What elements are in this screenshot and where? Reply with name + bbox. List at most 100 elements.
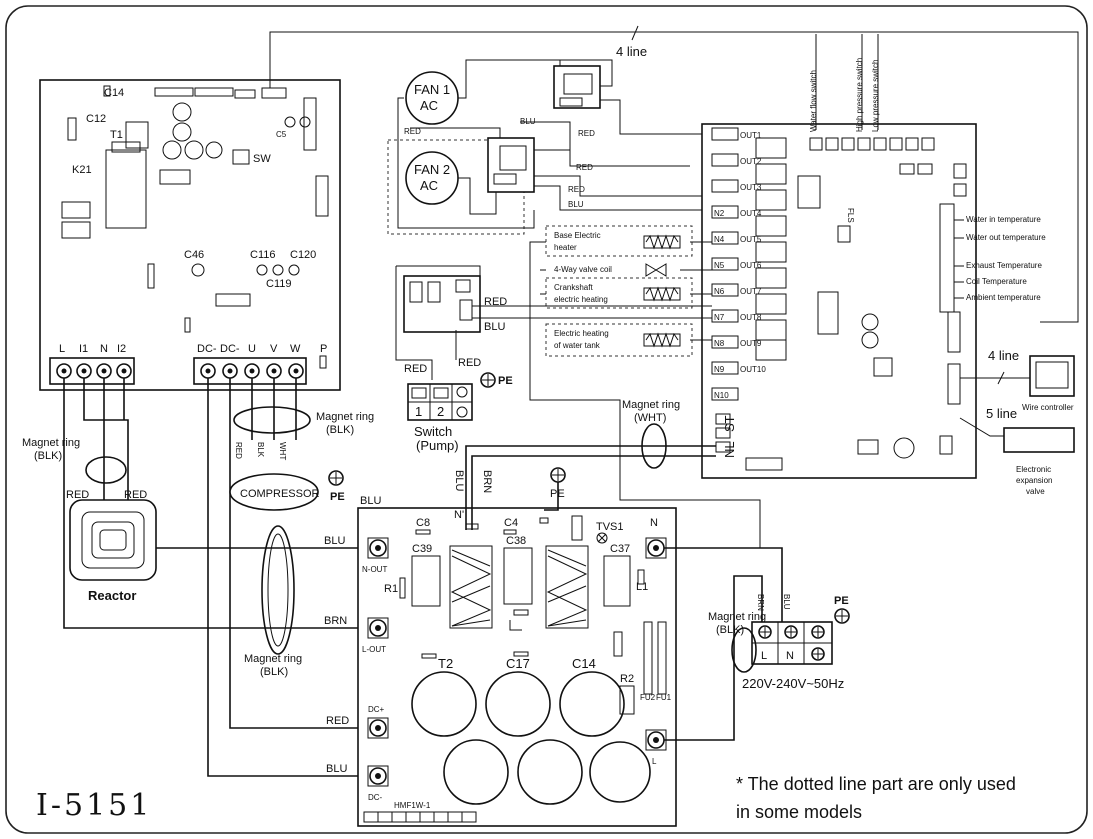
fan-blu2-label: BLU xyxy=(568,200,584,209)
c4-label: C4 xyxy=(504,517,518,529)
water-in-temp-label: Water in temperature xyxy=(966,215,1041,224)
terminal-u: U xyxy=(248,343,256,355)
fan1-label: FAN 1 xyxy=(414,82,450,97)
c46-label: C46 xyxy=(184,249,204,261)
outdoor-control-board: OUT1 OUT2 OUT3 OUT4 OUT5 OUT6 OUT7 OUT8 … xyxy=(701,34,1046,479)
c17-label: C17 xyxy=(506,656,530,671)
c37-label: C37 xyxy=(610,543,630,555)
optional-loads: Base Electric heater 4-Way valve coil Cr… xyxy=(545,225,693,357)
power-l-label: L xyxy=(761,650,767,662)
compressor-label: COMPRESSOR xyxy=(240,488,320,500)
reactor-red-right: RED xyxy=(124,489,147,501)
tvs1-label: TVS1 xyxy=(596,521,624,533)
c39-label: C39 xyxy=(412,543,432,555)
four-line-top-label: 4 line xyxy=(616,44,647,59)
magnet-ring-middle xyxy=(261,525,295,655)
terminal-dc1: DC- xyxy=(197,343,217,355)
main-control-board: C12 C14 T1 C5 SW K21 C46 C116 C120 C119 xyxy=(39,79,341,391)
five-line-label: 5 line xyxy=(986,406,1017,421)
dc-terminal-block: DC- DC- U V W xyxy=(193,343,307,385)
switch-terminal-1: 1 xyxy=(415,404,422,419)
n8-label: N8 xyxy=(714,339,725,348)
water-out-temp-label: Water out temperature xyxy=(966,233,1046,242)
out7-label: OUT7 xyxy=(740,287,762,296)
n9-label: N9 xyxy=(714,365,725,374)
wire-brn-nl: BRN xyxy=(481,470,493,493)
wire-red-dcplus: RED xyxy=(326,715,349,727)
terminal-i2: I2 xyxy=(117,343,126,355)
out3-label: OUT3 xyxy=(740,183,762,192)
n10-label: N10 xyxy=(714,391,729,400)
fu1-label: FU1 xyxy=(656,693,672,702)
out10-label: OUT10 xyxy=(740,365,766,374)
wire-brn-power: BRN xyxy=(756,594,765,611)
fan-red2-label: RED xyxy=(578,129,595,138)
wire-controller: Wire controller 4 line xyxy=(960,348,1075,412)
out1-label: OUT1 xyxy=(740,131,762,140)
n-terminal-label: N xyxy=(650,517,658,529)
magnet-ring-wht-label: Magnet ring (WHT) xyxy=(622,399,683,424)
switch-terminal-2: 2 xyxy=(437,404,444,419)
base-heater-label: Base Electric heater xyxy=(554,231,603,252)
magnet-ring-compressor-label: Magnet ring (BLK) xyxy=(316,411,377,436)
st-label: ST xyxy=(722,415,737,432)
n7-label: N7 xyxy=(714,313,725,322)
pe-label-power: PE xyxy=(834,595,849,607)
t1-label: T1 xyxy=(110,129,123,141)
c14-top-label: C14 xyxy=(104,87,124,99)
k21-label: K21 xyxy=(72,164,92,176)
nprime-label: N' xyxy=(454,509,464,521)
fan-red3-label: RED xyxy=(576,163,593,172)
fan2-label: FAN 2 xyxy=(414,162,450,177)
c12-label: C12 xyxy=(86,113,106,125)
power-terminal-block: L N PE 220V-240V~50Hz xyxy=(742,595,850,691)
terminal-i1: I1 xyxy=(79,343,88,355)
fan1-ac-label: AC xyxy=(420,98,438,113)
switch-label: Switch (Pump) xyxy=(414,424,459,453)
wire-blu-power: BLU xyxy=(782,594,791,610)
four-way-valve-label: 4-Way valve coil xyxy=(554,265,612,274)
wire-red-comp: RED xyxy=(234,442,243,459)
exhaust-temp-label: Exhaust Temperature xyxy=(966,261,1042,270)
wire-blk-comp: BLK xyxy=(256,442,265,458)
fls-label: FLS xyxy=(846,208,855,223)
low-pressure-switch-label: Low pressure switch xyxy=(871,60,880,132)
magnet-ring-power xyxy=(731,627,757,673)
switch-red2-label: RED xyxy=(458,357,481,369)
coil-temp-label: Coil Temperature xyxy=(966,277,1027,286)
reactor-red-left: RED xyxy=(66,489,89,501)
diagram-frame xyxy=(5,5,1088,834)
power-label: 220V-240V~50Hz xyxy=(742,676,844,691)
p-label: P xyxy=(320,343,327,355)
out5-label: OUT5 xyxy=(740,235,762,244)
water-tank-heating-label: Electric heating of water tank xyxy=(554,329,611,350)
r2-label: R2 xyxy=(620,673,634,685)
wire-blu-nl: BLU xyxy=(453,470,465,491)
electronic-expansion-valve: 5 line Electronic expansion valve xyxy=(959,406,1075,496)
c38-label: C38 xyxy=(506,535,526,547)
wire-blu-dcminus: BLU xyxy=(326,763,347,775)
c120-label: C120 xyxy=(290,249,316,261)
c119-label: C119 xyxy=(266,278,291,290)
n4-label: N4 xyxy=(714,235,725,244)
out6-label: OUT6 xyxy=(740,261,762,270)
l-out-label: L-OUT xyxy=(362,645,386,654)
sw-label: SW xyxy=(253,153,271,165)
wire-wht-comp: WHT xyxy=(278,442,287,460)
magnet-ring-compressor xyxy=(233,406,311,434)
out2-label: OUT2 xyxy=(740,157,762,166)
pfc-board: N-OUT L-OUT DC+ DC- BLU BRN RED BLU BLU … xyxy=(324,495,677,827)
c5-label: C5 xyxy=(276,130,287,139)
fan-red-label: RED xyxy=(404,127,421,136)
c116-label: C116 xyxy=(250,249,275,261)
pe-label-comp: PE xyxy=(330,491,345,503)
terminal-l: L xyxy=(59,343,65,355)
note-line2: in some models xyxy=(736,802,862,822)
c14-label: C14 xyxy=(572,656,596,671)
pump-relay: RED BLU xyxy=(403,275,712,333)
fan2-ac-label: AC xyxy=(420,178,438,193)
diagram-number: I-5151 xyxy=(36,788,152,823)
out8-label: OUT8 xyxy=(740,313,762,322)
c8-label: C8 xyxy=(416,517,430,529)
